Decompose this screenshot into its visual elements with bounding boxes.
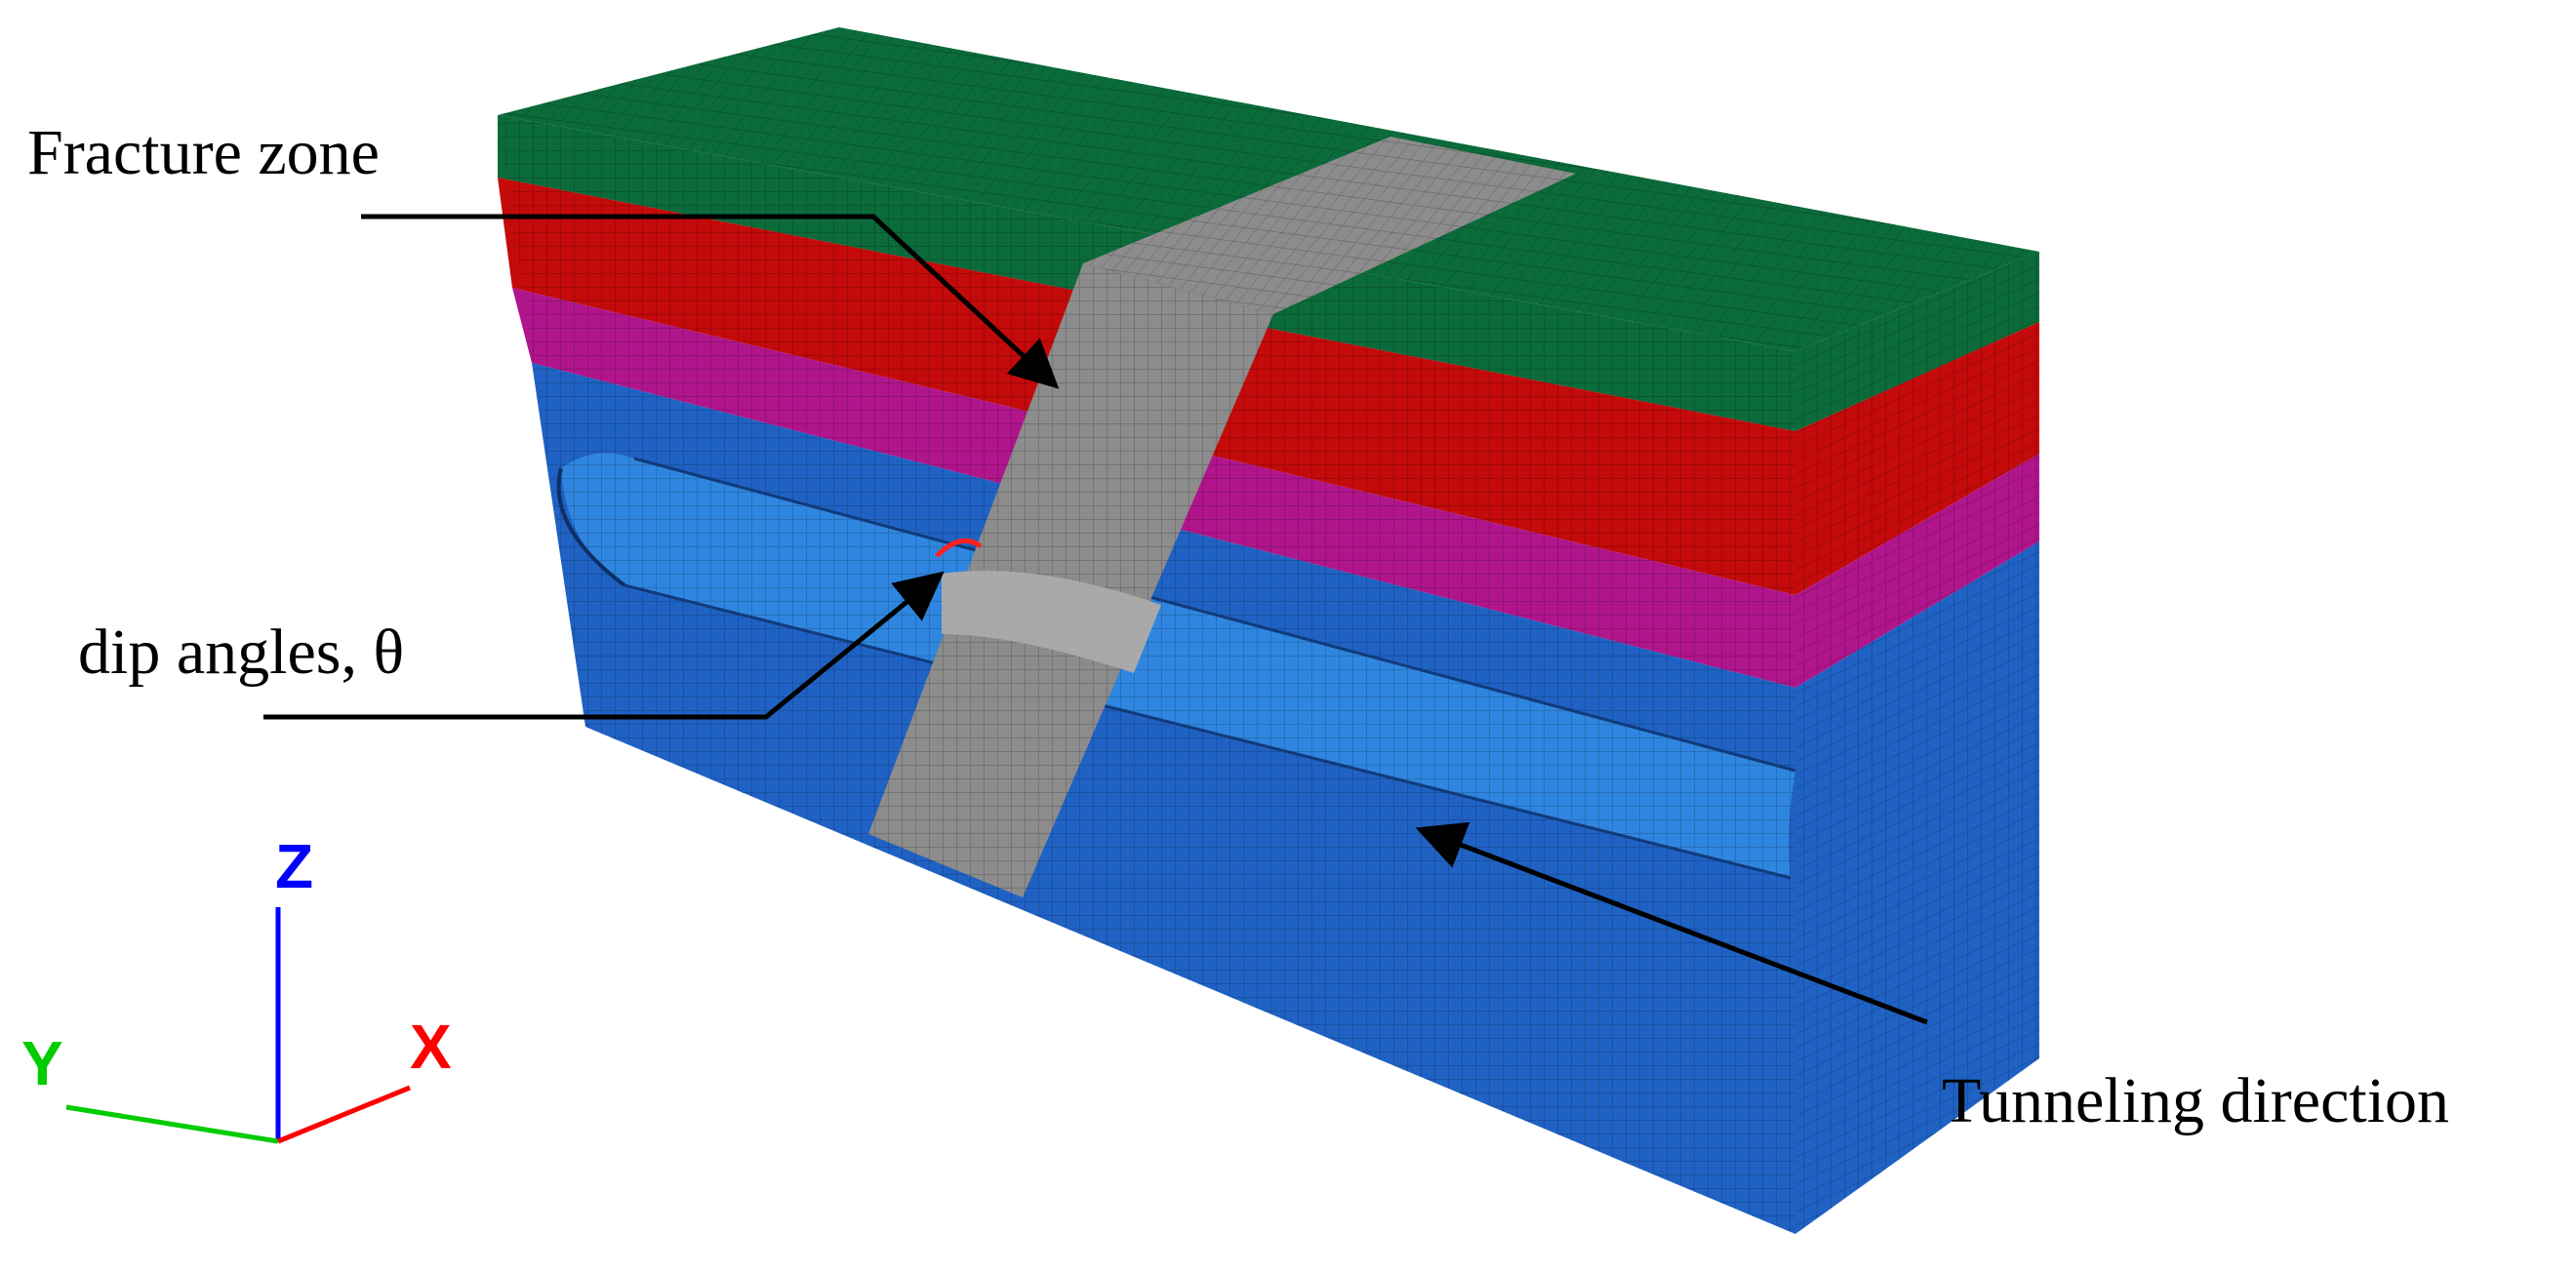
dip-angle-arc bbox=[935, 537, 983, 558]
dip-angle-leader bbox=[263, 571, 945, 720]
annotation-lines bbox=[263, 214, 1928, 1025]
x-axis-label: X bbox=[410, 1012, 452, 1082]
y-axis-line bbox=[65, 1104, 279, 1144]
fracture-zone-leader bbox=[361, 214, 1060, 389]
tunneling-direction-label: Tunneling direction bbox=[1942, 1065, 2449, 1136]
tunneling-direction-leader bbox=[1415, 821, 1928, 1025]
y-axis-label: Y bbox=[21, 1028, 63, 1098]
tunnel-groove bbox=[556, 453, 1796, 880]
x-axis-line bbox=[277, 1085, 411, 1144]
coordinate-axes: Z Y X bbox=[21, 831, 452, 1144]
z-axis-label: Z bbox=[275, 831, 313, 901]
model-right-face bbox=[1795, 252, 2039, 1234]
fracture-zone-band bbox=[868, 137, 1576, 897]
fracture-zone-label: Fracture zone bbox=[27, 117, 380, 188]
dip-angle-label: dip angles, θ bbox=[78, 617, 404, 688]
